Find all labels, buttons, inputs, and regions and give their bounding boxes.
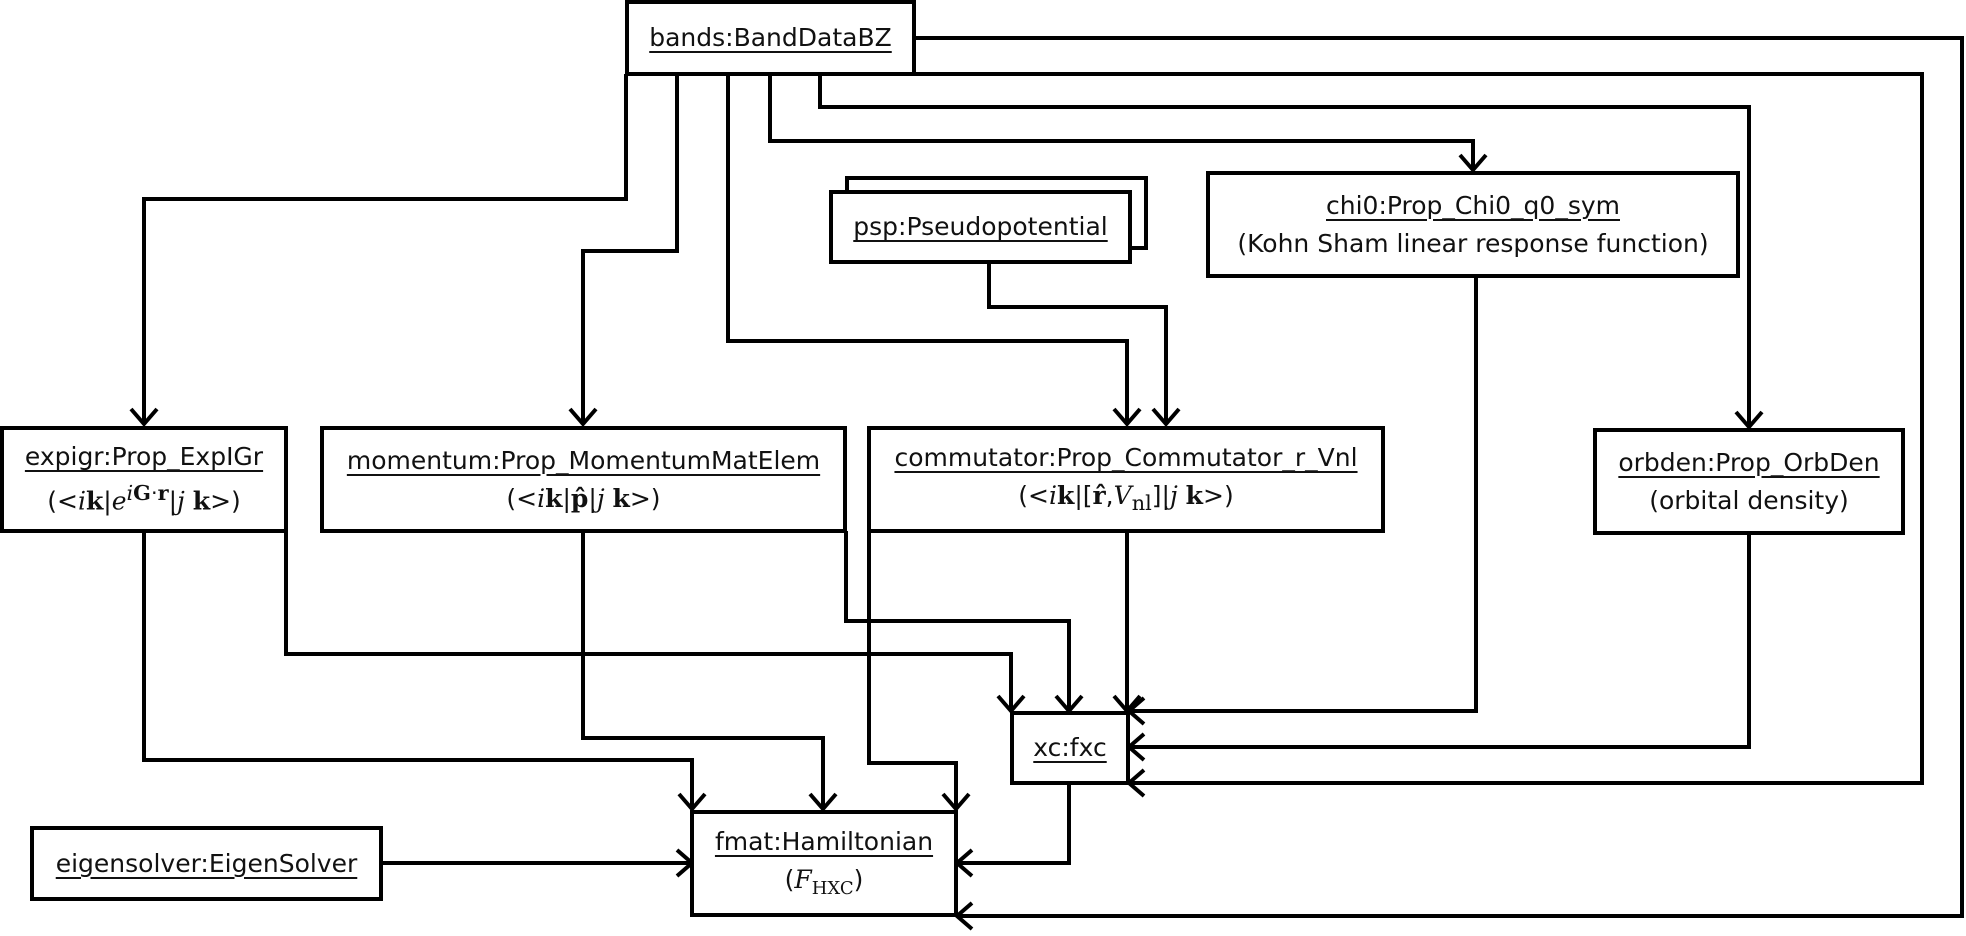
node-title: momentum:Prop_MomentumMatElem — [346, 445, 821, 475]
node-xc[interactable]: xc:fxc — [1010, 711, 1130, 785]
node-subtitle-math: (<ik|eiG·r|j k>) — [47, 480, 241, 516]
edge-bands-expigr — [142, 74, 628, 424]
edge-momentum-xc — [844, 531, 1071, 711]
node-title: commutator:Prop_Commutator_r_Vnl — [894, 443, 1358, 472]
node-subtitle: (Kohn Sham linear response function) — [1237, 228, 1709, 258]
arrowhead — [1112, 407, 1142, 428]
edge-psp-commutator — [987, 264, 1168, 424]
edge-expigr-fmat — [142, 531, 694, 809]
edge-momentum-fmat — [581, 531, 825, 809]
node-title: fmat:Hamiltonian — [714, 827, 934, 857]
node-commutator[interactable]: commutator:Prop_Commutator_r_Vnl (<ik|[r… — [867, 426, 1385, 533]
node-psp[interactable]: psp:Pseudopotential — [829, 190, 1132, 264]
node-expigr[interactable]: expigr:Prop_ExpIGr (<ik|eiG·r|j k>) — [0, 426, 288, 533]
edge-xc-fmat — [957, 783, 1071, 865]
edge-chi0-xc — [1129, 277, 1478, 713]
edge-expigr-xc — [284, 531, 1013, 711]
arrowhead — [677, 792, 707, 813]
arrowhead — [129, 407, 159, 428]
node-bands[interactable]: bands:BandDataBZ — [625, 0, 916, 76]
arrowhead — [1734, 410, 1764, 431]
arrowhead — [1458, 153, 1488, 174]
edge-commutator-fmat — [867, 531, 958, 809]
edge-bands-momentum — [581, 76, 679, 424]
node-subtitle: (orbital density) — [1649, 485, 1849, 515]
edge-bands-fmat — [915, 36, 1964, 918]
edge-bands-chi0 — [768, 76, 1475, 170]
node-title: chi0:Prop_Chi0_q0_sym — [1326, 190, 1620, 220]
node-eigensolver[interactable]: eigensolver:EigenSolver — [30, 826, 383, 901]
node-subtitle-math: (FHXC) — [784, 865, 864, 900]
edge-bands-orbden — [818, 76, 1751, 427]
arrowhead — [1151, 407, 1181, 428]
node-title: orbden:Prop_OrbDen — [1618, 447, 1880, 477]
edge-bands-commutator — [726, 76, 1129, 424]
node-title: xc:fxc — [1033, 733, 1107, 762]
node-fmat[interactable]: fmat:Hamiltonian (FHXC) — [690, 810, 958, 917]
node-title: bands:BandDataBZ — [649, 23, 892, 52]
arrowhead — [808, 792, 838, 813]
node-title: eigensolver:EigenSolver — [55, 848, 358, 878]
edge-bands-xc — [915, 72, 1924, 785]
node-momentum[interactable]: momentum:Prop_MomentumMatElem (<ik|p̂|j … — [320, 426, 847, 533]
node-title: expigr:Prop_ExpIGr — [24, 442, 264, 472]
node-subtitle-math: (<ik|[r̂,Vnl]|j k>) — [1018, 481, 1234, 515]
arrowhead — [941, 792, 971, 813]
node-subtitle-math: (<ik|p̂|j k>) — [506, 483, 661, 513]
node-orbden[interactable]: orbden:Prop_OrbDen (orbital density) — [1593, 428, 1905, 535]
arrowhead — [568, 407, 598, 428]
edge-orbden-xc — [1129, 533, 1751, 749]
node-title: psp:Pseudopotential — [853, 212, 1108, 241]
node-chi0[interactable]: chi0:Prop_Chi0_q0_sym (Kohn Sham linear … — [1206, 171, 1740, 278]
